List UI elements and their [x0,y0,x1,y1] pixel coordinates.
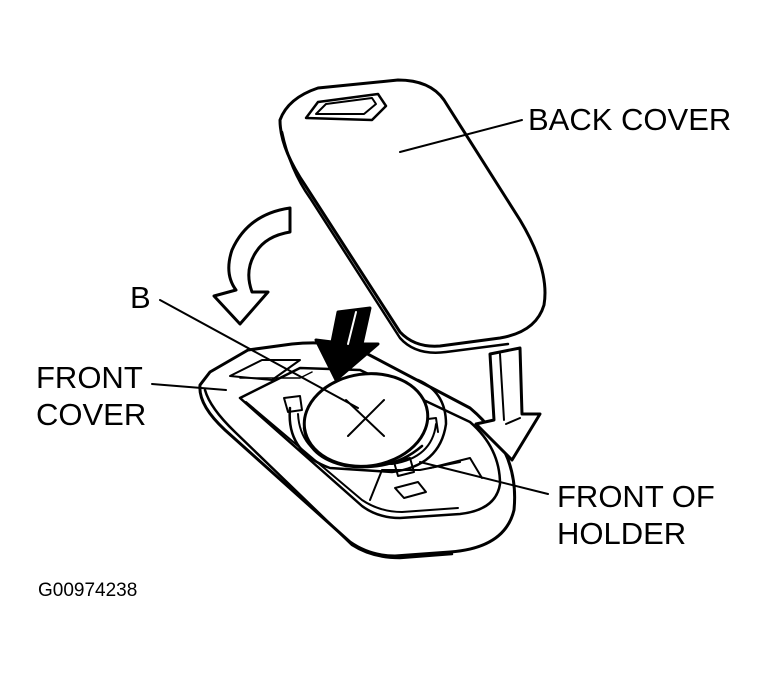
front-of-holder-label-line1: FRONT OF [557,479,715,514]
coin-battery [302,372,430,469]
curved-arrow-icon [212,206,292,326]
b-label: B [130,280,151,315]
press-arrow-icon [314,306,380,382]
back-cover-label: BACK COVER [528,102,732,137]
figure-id: G00974238 [38,580,138,601]
back-cover-shape [278,78,547,354]
front-cover-label-line1: FRONT [36,360,143,395]
leader-lines [151,119,549,495]
front-of-holder-label-line2: HOLDER [557,516,687,551]
down-arrow-icon [474,346,542,462]
front-cover-label-line2: COVER [36,397,147,432]
